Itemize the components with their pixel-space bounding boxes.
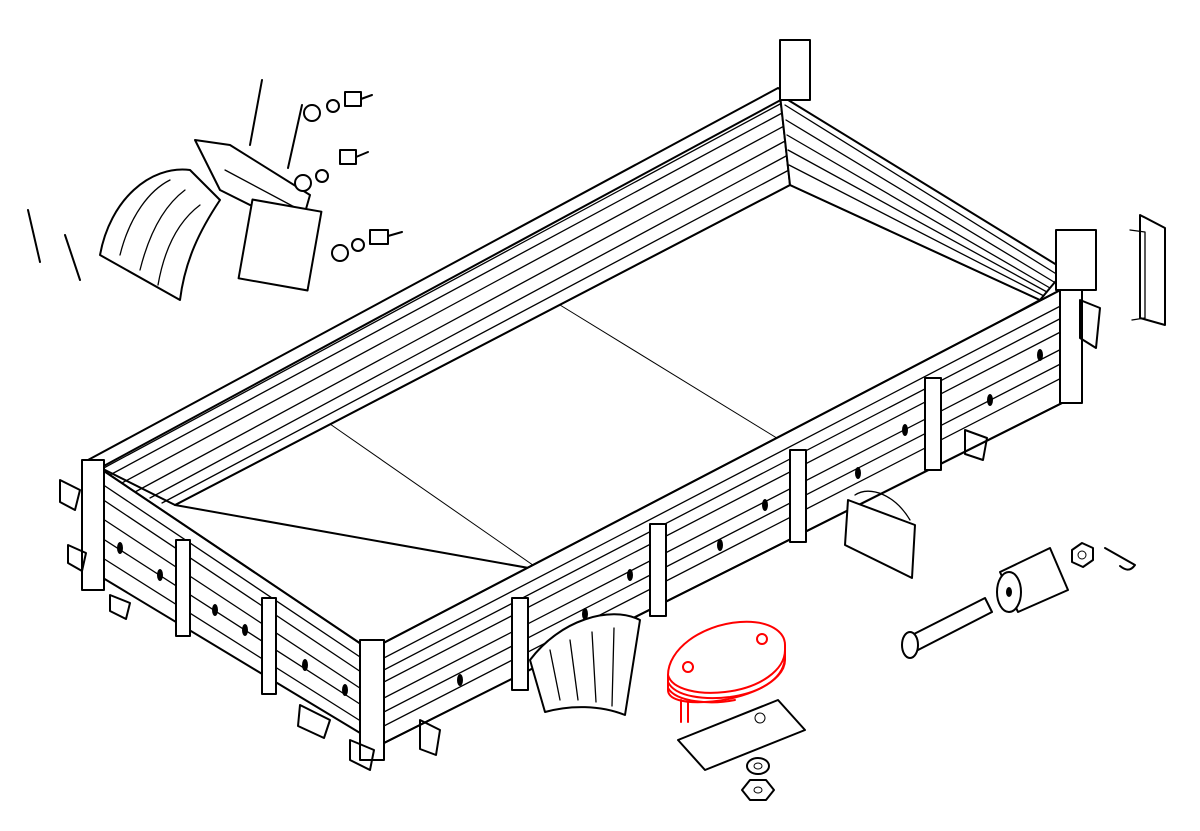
- roller-bushing: [996, 547, 1069, 613]
- cotter-pin-4: [64, 234, 81, 281]
- hinge-pin-parts: [901, 542, 1136, 659]
- rear-mud-flap: [844, 499, 916, 579]
- bolt-set-bottom: [331, 229, 403, 262]
- floor-joint-left: [329, 423, 541, 571]
- hinge-nut: [1071, 542, 1094, 568]
- side-latches: [457, 349, 1043, 686]
- shim-plate: [677, 699, 806, 771]
- floor-joint-right: [559, 304, 781, 441]
- fender-assembly-parts: [27, 79, 403, 301]
- corner-posts: [81, 39, 1097, 761]
- hinge-hardware: [59, 299, 1101, 771]
- bolt-set-top: [303, 91, 373, 122]
- side-stakes: [511, 377, 942, 691]
- mudguard-panel: [99, 168, 221, 301]
- cotter-pin-3: [27, 209, 41, 263]
- side-bracket: [1129, 214, 1166, 326]
- rubber-bump-stop: [667, 620, 786, 723]
- cargo-body: [59, 39, 1101, 771]
- mud-flap-plate: [237, 198, 323, 292]
- hinge-cotter-pin: [1104, 547, 1136, 571]
- hinge-bolt: [901, 597, 993, 659]
- bolt-set-middle: [294, 149, 369, 192]
- cotter-pin-2: [287, 104, 303, 169]
- cotter-pin-1: [249, 79, 263, 146]
- bump-stop-nuts: [741, 757, 775, 801]
